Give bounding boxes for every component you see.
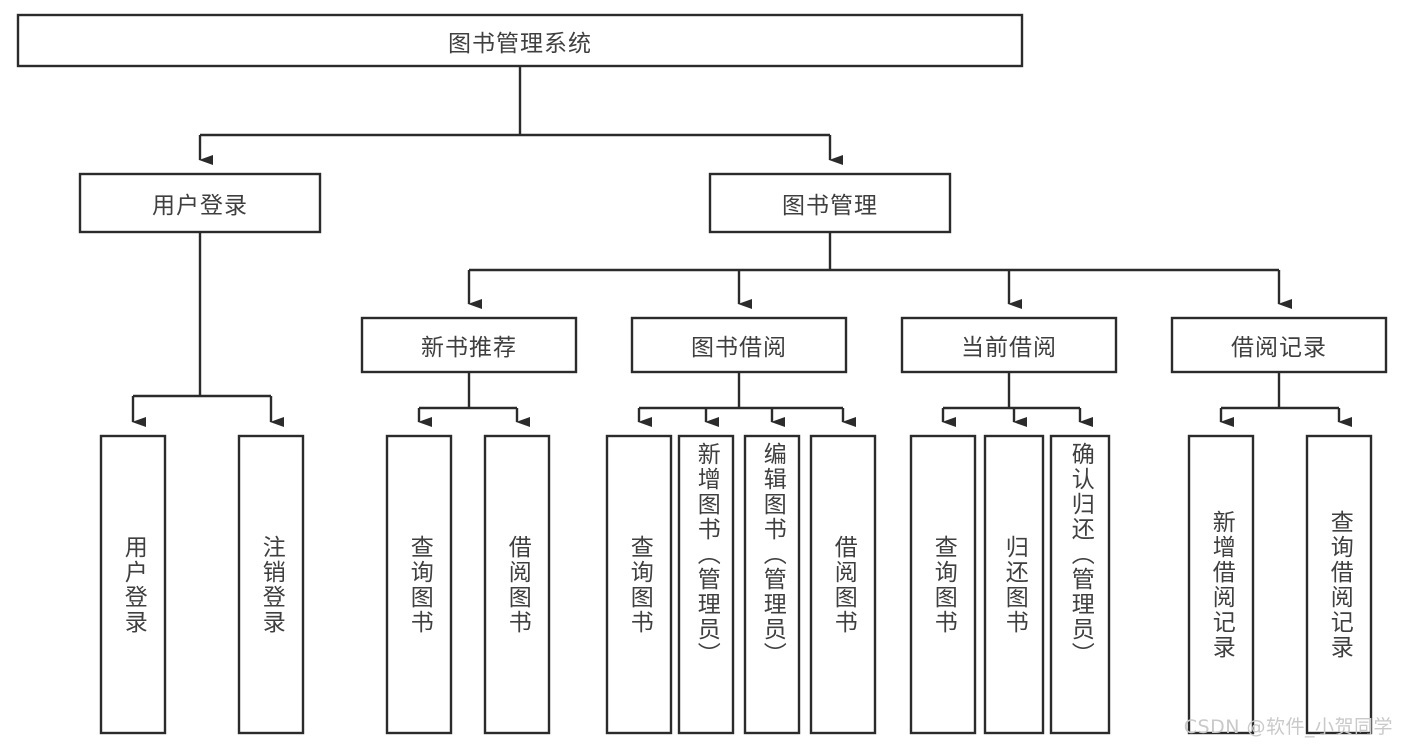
node-box-leaf-query-book-3[interactable]	[909, 434, 977, 735]
node-box-current-borrow[interactable]	[900, 316, 1118, 374]
node-box-user-login[interactable]	[78, 172, 322, 234]
node-box-leaf-query-record[interactable]	[1305, 434, 1373, 735]
node-box-title[interactable]	[16, 13, 1024, 68]
node-box-leaf-query-book-1[interactable]	[385, 434, 453, 735]
node-box-borrow-record[interactable]	[1170, 316, 1388, 374]
node-box-leaf-edit-book[interactable]	[743, 434, 801, 735]
node-box-leaf-return-book[interactable]	[983, 434, 1045, 735]
node-box-new-book-rec[interactable]	[360, 316, 578, 374]
node-box-leaf-add-record[interactable]	[1187, 434, 1255, 735]
node-box-leaf-borrow-book-1[interactable]	[483, 434, 551, 735]
node-box-leaf-user-login[interactable]	[99, 434, 167, 735]
node-box-book-manage[interactable]	[708, 172, 952, 234]
node-box-leaf-logout[interactable]	[237, 434, 305, 735]
node-box-leaf-confirm-return[interactable]	[1049, 434, 1111, 735]
node-box-book-borrow[interactable]	[630, 316, 848, 374]
node-box-leaf-borrow-book-2[interactable]	[809, 434, 877, 735]
node-box-leaf-query-book-2[interactable]	[605, 434, 673, 735]
node-box-leaf-add-book[interactable]	[677, 434, 735, 735]
